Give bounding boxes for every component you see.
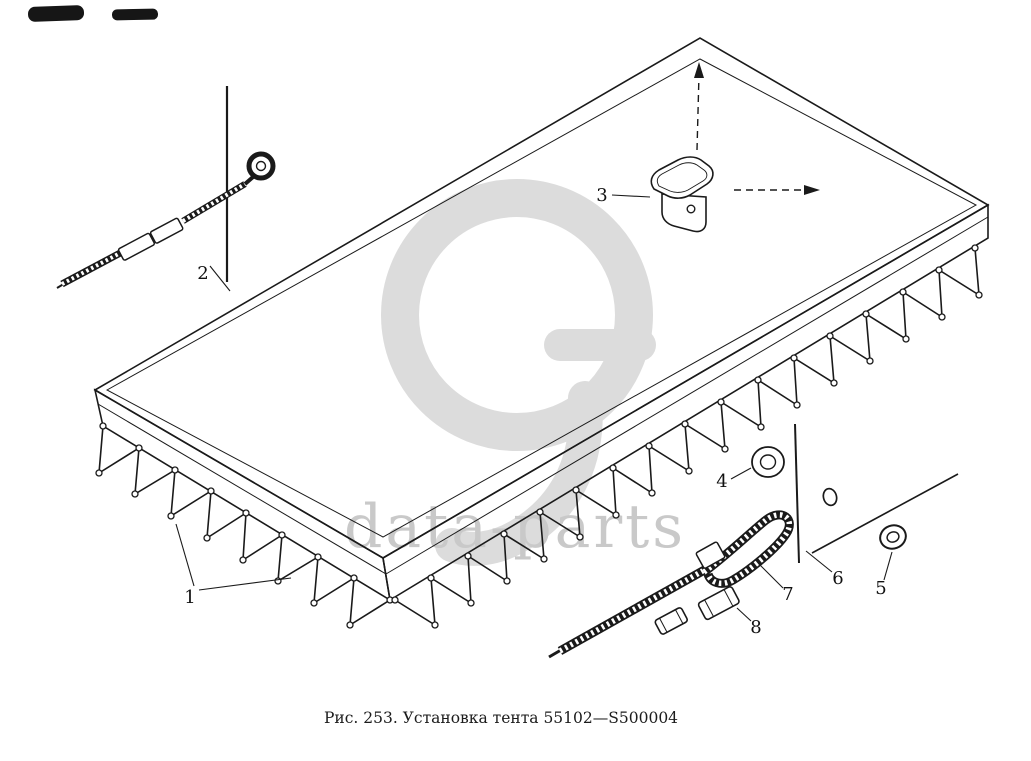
- latch-lid: [650, 156, 714, 199]
- callout-1: 1: [184, 587, 195, 608]
- small-ring: [822, 487, 838, 507]
- tie-rope-assembly: [56, 86, 276, 289]
- callout-5: 5: [875, 578, 886, 599]
- callout-4: 4: [716, 471, 727, 492]
- callout-6: 6: [832, 568, 843, 589]
- rope-with-loop: [548, 510, 794, 659]
- washer: [751, 446, 785, 478]
- arrowhead-right: [804, 185, 820, 195]
- callout-3: 3: [596, 185, 607, 206]
- lacing-rope-right: [391, 244, 983, 629]
- scan-artifacts: [28, 5, 159, 22]
- arrowhead-up: [694, 62, 704, 78]
- retainer-strip-diagonal: [811, 473, 959, 554]
- lacing-rope-left: [95, 422, 394, 629]
- rope-sleeve: [149, 217, 184, 244]
- lacing-rope: [95, 244, 983, 629]
- callout-8: 8: [750, 617, 761, 638]
- rope-clamp: [695, 541, 726, 569]
- callout-2: 2: [197, 263, 208, 284]
- latch-hole: [686, 204, 696, 214]
- direction-arrow-up: [696, 73, 700, 151]
- latch-body: [661, 193, 707, 233]
- retainer-strips: [794, 423, 959, 564]
- sleeve-cylinder-small: [654, 607, 688, 635]
- figure-caption: Рис. 253. Установка тента 55102—S500004: [324, 709, 678, 727]
- callout-labels: 1 2 3 4 5 6 7 8: [184, 185, 886, 638]
- rope-eye-loop: [246, 151, 276, 181]
- sleeves: [654, 586, 740, 635]
- grommet: [879, 524, 907, 550]
- sleeve-cylinder-large: [697, 586, 740, 621]
- leader-lines: [175, 194, 893, 622]
- latch-assembly: [650, 62, 820, 233]
- callout-7: 7: [782, 584, 793, 605]
- retainer-strip-vertical: [794, 423, 800, 564]
- rope-sleeve: [117, 232, 155, 261]
